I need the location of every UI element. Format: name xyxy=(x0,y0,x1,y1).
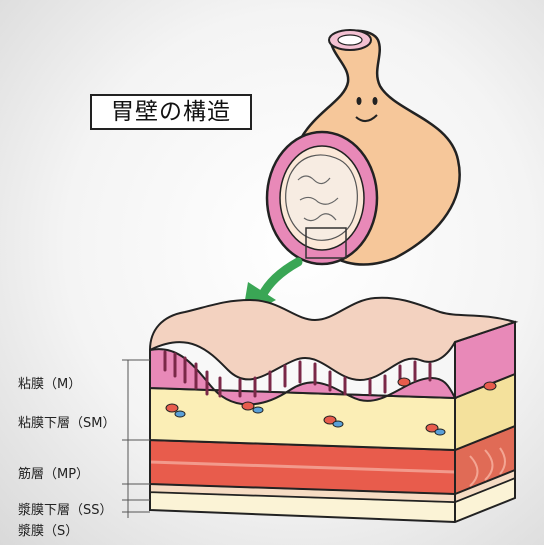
eye-right xyxy=(373,97,378,105)
layer-label-subserosa: 漿膜下層（SS） xyxy=(18,499,113,518)
layer-label-serosa: 漿膜（S） xyxy=(18,520,78,539)
page-title: 胃壁の構造 xyxy=(90,94,252,130)
stomach-illustration xyxy=(267,30,460,264)
layer-dimension-lines xyxy=(122,360,150,518)
eye-left xyxy=(357,97,362,105)
layer-label-mucosa: 粘膜（M） xyxy=(18,373,81,392)
wall-block xyxy=(150,298,515,522)
layer-label-submucosa: 粘膜下層（SM） xyxy=(18,412,115,431)
layer-label-muscle: 筋層（MP） xyxy=(18,463,89,482)
